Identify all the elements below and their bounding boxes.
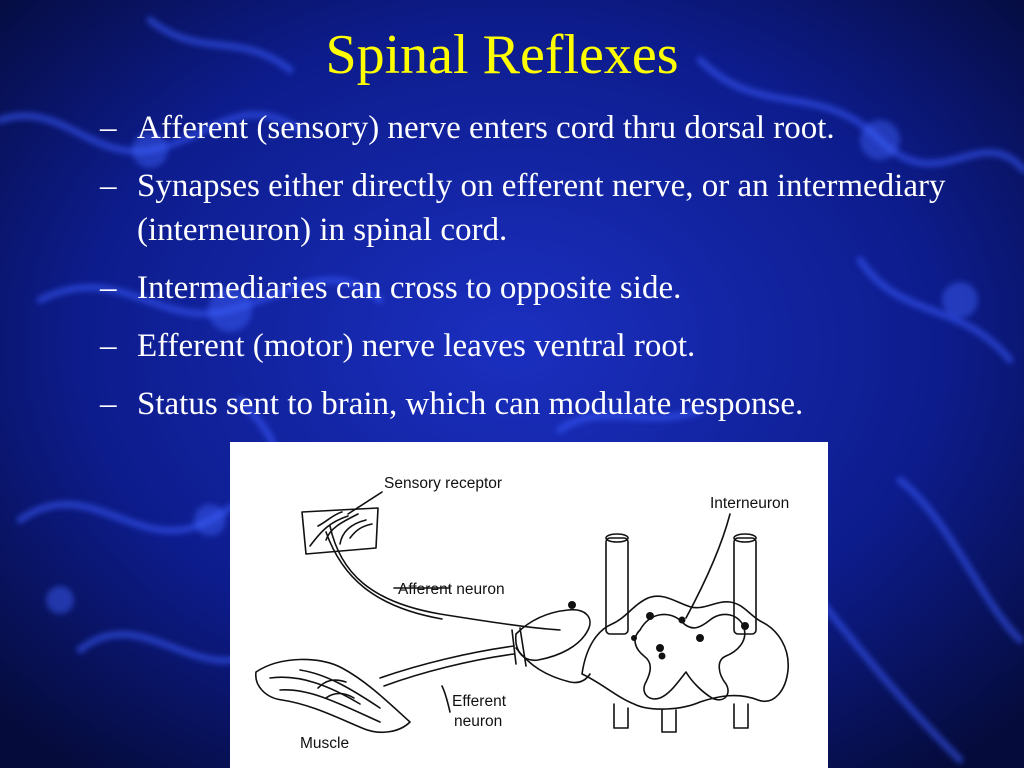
muscle-label: Muscle [300,735,349,752]
ascending-tract [605,537,629,635]
afferent-fiber [329,525,561,631]
ventral-root [515,647,591,684]
bullet-item: – Efferent (motor) nerve leaves ventral … [100,324,1000,368]
bullet-dash: – [100,110,117,146]
bullet-dash: – [100,328,117,364]
bullet-text: Efferent (motor) nerve leaves ventral ro… [137,328,696,364]
bullet-dash: – [100,168,117,204]
spinal-cord-outline [581,595,789,710]
interneuron-label: Interneuron [710,495,789,512]
efferent-label-line2: neuron [454,713,502,730]
sensory-receptor-patch [301,507,379,555]
bullet-item: – Afferent (sensory) nerve enters cord t… [100,106,1000,150]
descending-tract [733,537,757,635]
reflex-arc-diagram: Sensory receptor Interneuron Afferent ne… [230,442,828,768]
bullet-text: Synapses either directly on efferent ner… [137,168,946,248]
sensory-receptor-label: Sensory receptor [384,475,502,492]
efferent-fiber [379,645,515,679]
bullet-item: – Status sent to brain, which can modula… [100,382,1000,426]
afferent-neuron-label: Afferent neuron [398,581,505,598]
dorsal-root-ganglion [514,608,591,661]
slide-title: Spinal Reflexes [325,24,679,86]
bullet-item: – Intermediaries can cross to opposite s… [100,266,1000,310]
bullet-list: – Afferent (sensory) nerve enters cord t… [100,106,1000,440]
bullet-dash: – [100,270,117,306]
bullet-text: Intermediaries can cross to opposite sid… [137,270,682,306]
gray-matter [634,613,746,701]
bullet-text: Status sent to brain, which can modulate… [137,386,804,422]
bullet-dash: – [100,386,117,422]
bullet-item: – Synapses either directly on efferent n… [100,164,1000,252]
reflex-arc-drawing: Sensory receptor Interneuron Afferent ne… [255,475,789,752]
bullet-text: Afferent (sensory) nerve enters cord thr… [137,110,835,146]
efferent-label-line1: Efferent [452,693,507,710]
muscle [255,658,411,734]
